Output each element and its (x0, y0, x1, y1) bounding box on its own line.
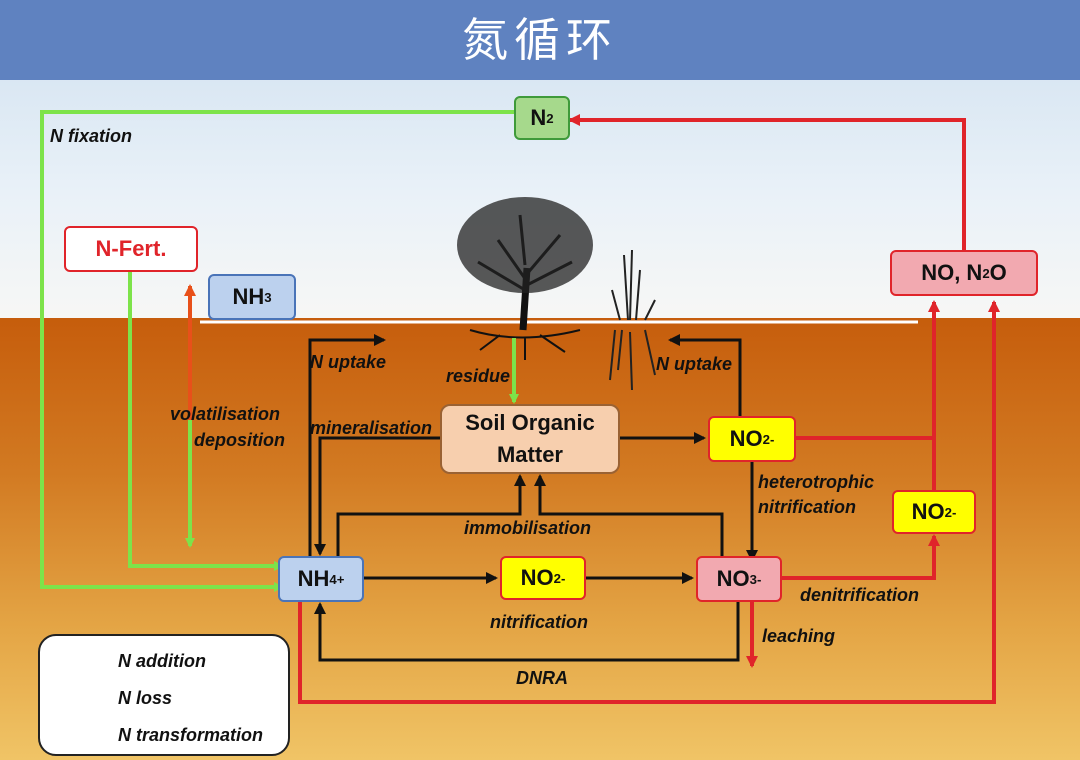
legend-item-loss: N loss (118, 688, 173, 708)
label-volatilisation: volatilisation (170, 404, 281, 424)
legend-item-transformation: N transformation (118, 725, 264, 745)
node-n-fert: N-Fert. (64, 226, 198, 272)
n-fixation-arrow (40, 110, 514, 592)
legend-item-addition: N addition (118, 651, 206, 671)
n-uptake-left-arrow (308, 334, 386, 556)
dnra-arrow (314, 602, 740, 662)
label-denitrification: denitrification (800, 585, 920, 605)
n-uptake-right-arrow (668, 334, 742, 418)
label-nitrification: nitrification (490, 612, 588, 632)
label-deposition: deposition (194, 430, 285, 450)
label-n-uptake-left: N uptake (310, 352, 387, 372)
nh4-loss-arrow (298, 300, 1000, 704)
legend: N addition N loss N transformation (38, 634, 290, 756)
label-residue: residue (446, 366, 511, 386)
label-heterotrophic: heterotrophic (758, 472, 875, 492)
immobilisation-nh4-arrow (336, 474, 526, 556)
label-mineralisation: mineralisation (310, 418, 433, 438)
node-soil-organic-matter: Soil Organic Matter (440, 404, 620, 474)
tree-icon (457, 197, 593, 360)
denitrification-arrow (782, 534, 940, 580)
n-fert-arrow (128, 272, 284, 571)
label-leaching: leaching (762, 626, 836, 646)
label-n-uptake-right: N uptake (656, 354, 733, 374)
grass-icon (609, 249, 656, 391)
label-heterotrophic-nitrification: nitrification (758, 497, 856, 517)
title-banner: 氮循环 (0, 0, 1080, 80)
no-to-n2-arrow (568, 114, 966, 250)
immobilisation-no3-arrow (534, 474, 724, 568)
label-n-fixation: N fixation (50, 126, 133, 146)
mineralisation-arrow (314, 436, 440, 556)
page-title: 氮循环 (462, 13, 618, 67)
label-immobilisation: immobilisation (464, 518, 592, 538)
label-dnra: DNRA (516, 668, 568, 688)
